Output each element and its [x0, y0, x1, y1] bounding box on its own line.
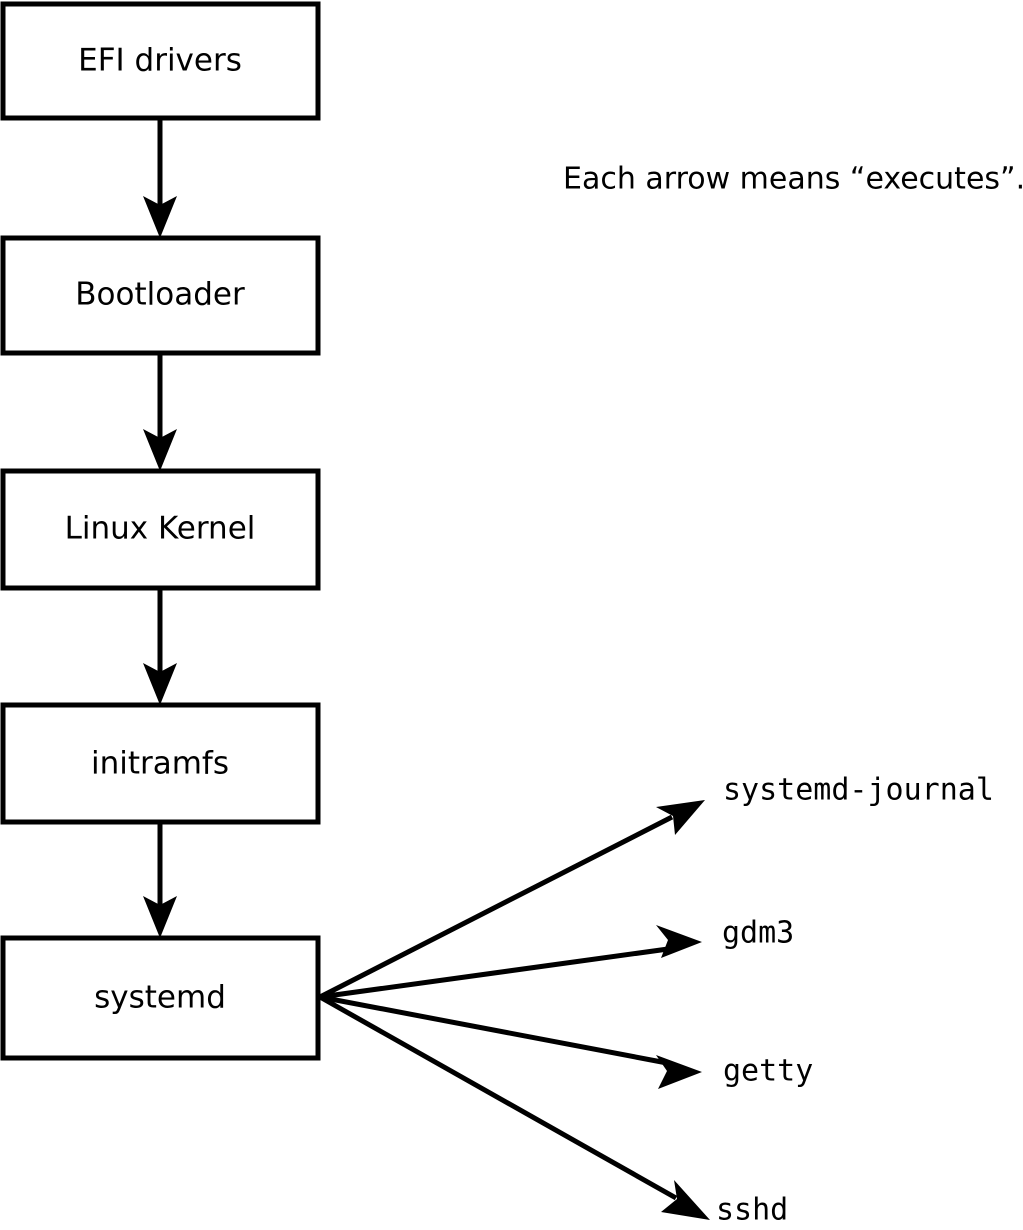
node-gdm3-label: gdm3 — [722, 916, 794, 951]
node-linux-kernel[interactable]: Linux Kernel — [0, 468, 321, 591]
edge-systemd-to-systemd-journal — [318, 800, 705, 1000]
node-efi-drivers[interactable]: EFI drivers — [0, 1, 321, 121]
node-sshd-label: sshd — [716, 1193, 788, 1228]
node-bootloader-label: Bootloader — [75, 277, 245, 313]
node-getty-label: getty — [723, 1054, 813, 1089]
node-systemd[interactable]: systemd — [0, 935, 321, 1061]
edge-bootloader-to-linux-kernel — [143, 353, 177, 471]
edge-systemd-to-sshd — [318, 994, 710, 1220]
edge-systemd-to-getty — [319, 994, 702, 1089]
node-initramfs-label: initramfs — [91, 746, 229, 782]
edge-linux-kernel-to-initramfs — [143, 588, 177, 705]
node-efi-drivers-label: EFI drivers — [78, 43, 242, 79]
node-linux-kernel-label: Linux Kernel — [65, 511, 256, 547]
node-systemd-journal-label: systemd-journal — [723, 773, 994, 808]
edge-initramfs-to-systemd — [143, 822, 177, 938]
diagram-caption: Each arrow means “executes”. — [563, 162, 1023, 197]
edge-efi-drivers-to-bootloader — [143, 118, 177, 238]
node-systemd-label: systemd — [94, 980, 226, 1016]
node-initramfs[interactable]: initramfs — [0, 702, 321, 825]
edge-systemd-to-gdm3 — [319, 925, 702, 1000]
node-bootloader[interactable]: Bootloader — [0, 235, 321, 356]
